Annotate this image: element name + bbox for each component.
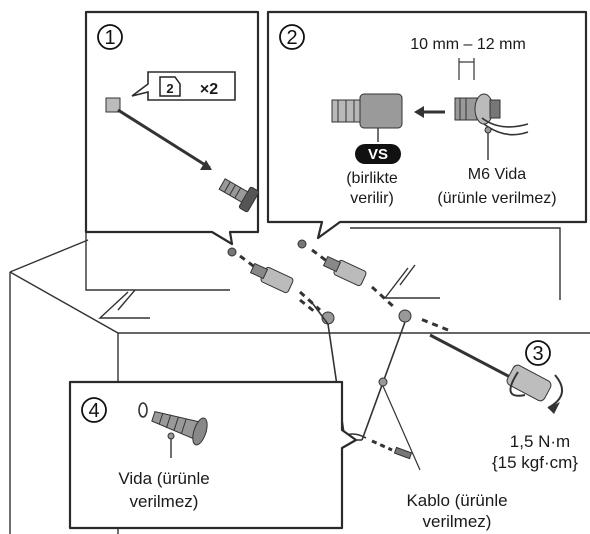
mounted-spacer-right [324, 257, 367, 287]
tv-foot-left [100, 292, 150, 318]
step3-number: 3 [532, 343, 543, 365]
panel-4: 4 Vida (ürünle verilmez) [70, 382, 356, 528]
mounted-spacer-left [251, 264, 294, 294]
m6-screw-note: (ürünle verilmez) [437, 190, 556, 207]
panel4-label-line2: verilmez) [130, 492, 199, 511]
screwdriver-shaft [430, 335, 512, 378]
panel1-hole [106, 98, 120, 112]
panel-1: 1 2 ×2 [86, 12, 259, 244]
step4-number: 4 [88, 400, 99, 422]
cable-label-line2: verilmez) [423, 512, 492, 531]
torque-value: 1,5 N·m [510, 432, 570, 451]
torque-kgf: {15 kgf·cm} [492, 453, 578, 472]
bottom-screw [394, 447, 411, 458]
step1-number: 1 [104, 27, 115, 49]
vs-note-line1: (birlikte [346, 170, 398, 187]
washer-icon [139, 403, 147, 417]
panel4-label-line1: Vida (ürünle [118, 469, 209, 488]
vs-badge-text: VS [368, 146, 388, 163]
tv-hole-left [228, 248, 236, 256]
tv-foot-right [385, 268, 440, 298]
step2-number: 2 [286, 27, 297, 49]
tv-body-outline [86, 225, 230, 290]
panel-2: 2 10 mm – 12 mm [268, 12, 586, 238]
cable-pointer-dot [379, 378, 387, 386]
stand-top-edge [10, 272, 590, 333]
eyelet-right [399, 310, 411, 322]
vs-note-line2: verilir) [350, 190, 394, 207]
tv-hole-right [298, 240, 306, 248]
m6-screw-label: M6 Vida [468, 166, 527, 183]
quantity-callout [132, 72, 235, 100]
cable-label-line1: Kablo (ürünle [406, 491, 507, 510]
cable-leader-line [383, 386, 420, 470]
measurement-label: 10 mm – 12 mm [410, 36, 526, 53]
rotation-arrow [548, 375, 562, 408]
icon-number: 2 [166, 81, 173, 96]
tv-body-right [350, 228, 560, 300]
quantity-text: ×2 [200, 81, 218, 98]
stand-back-left [10, 240, 88, 272]
panel-4-frame [70, 382, 356, 528]
